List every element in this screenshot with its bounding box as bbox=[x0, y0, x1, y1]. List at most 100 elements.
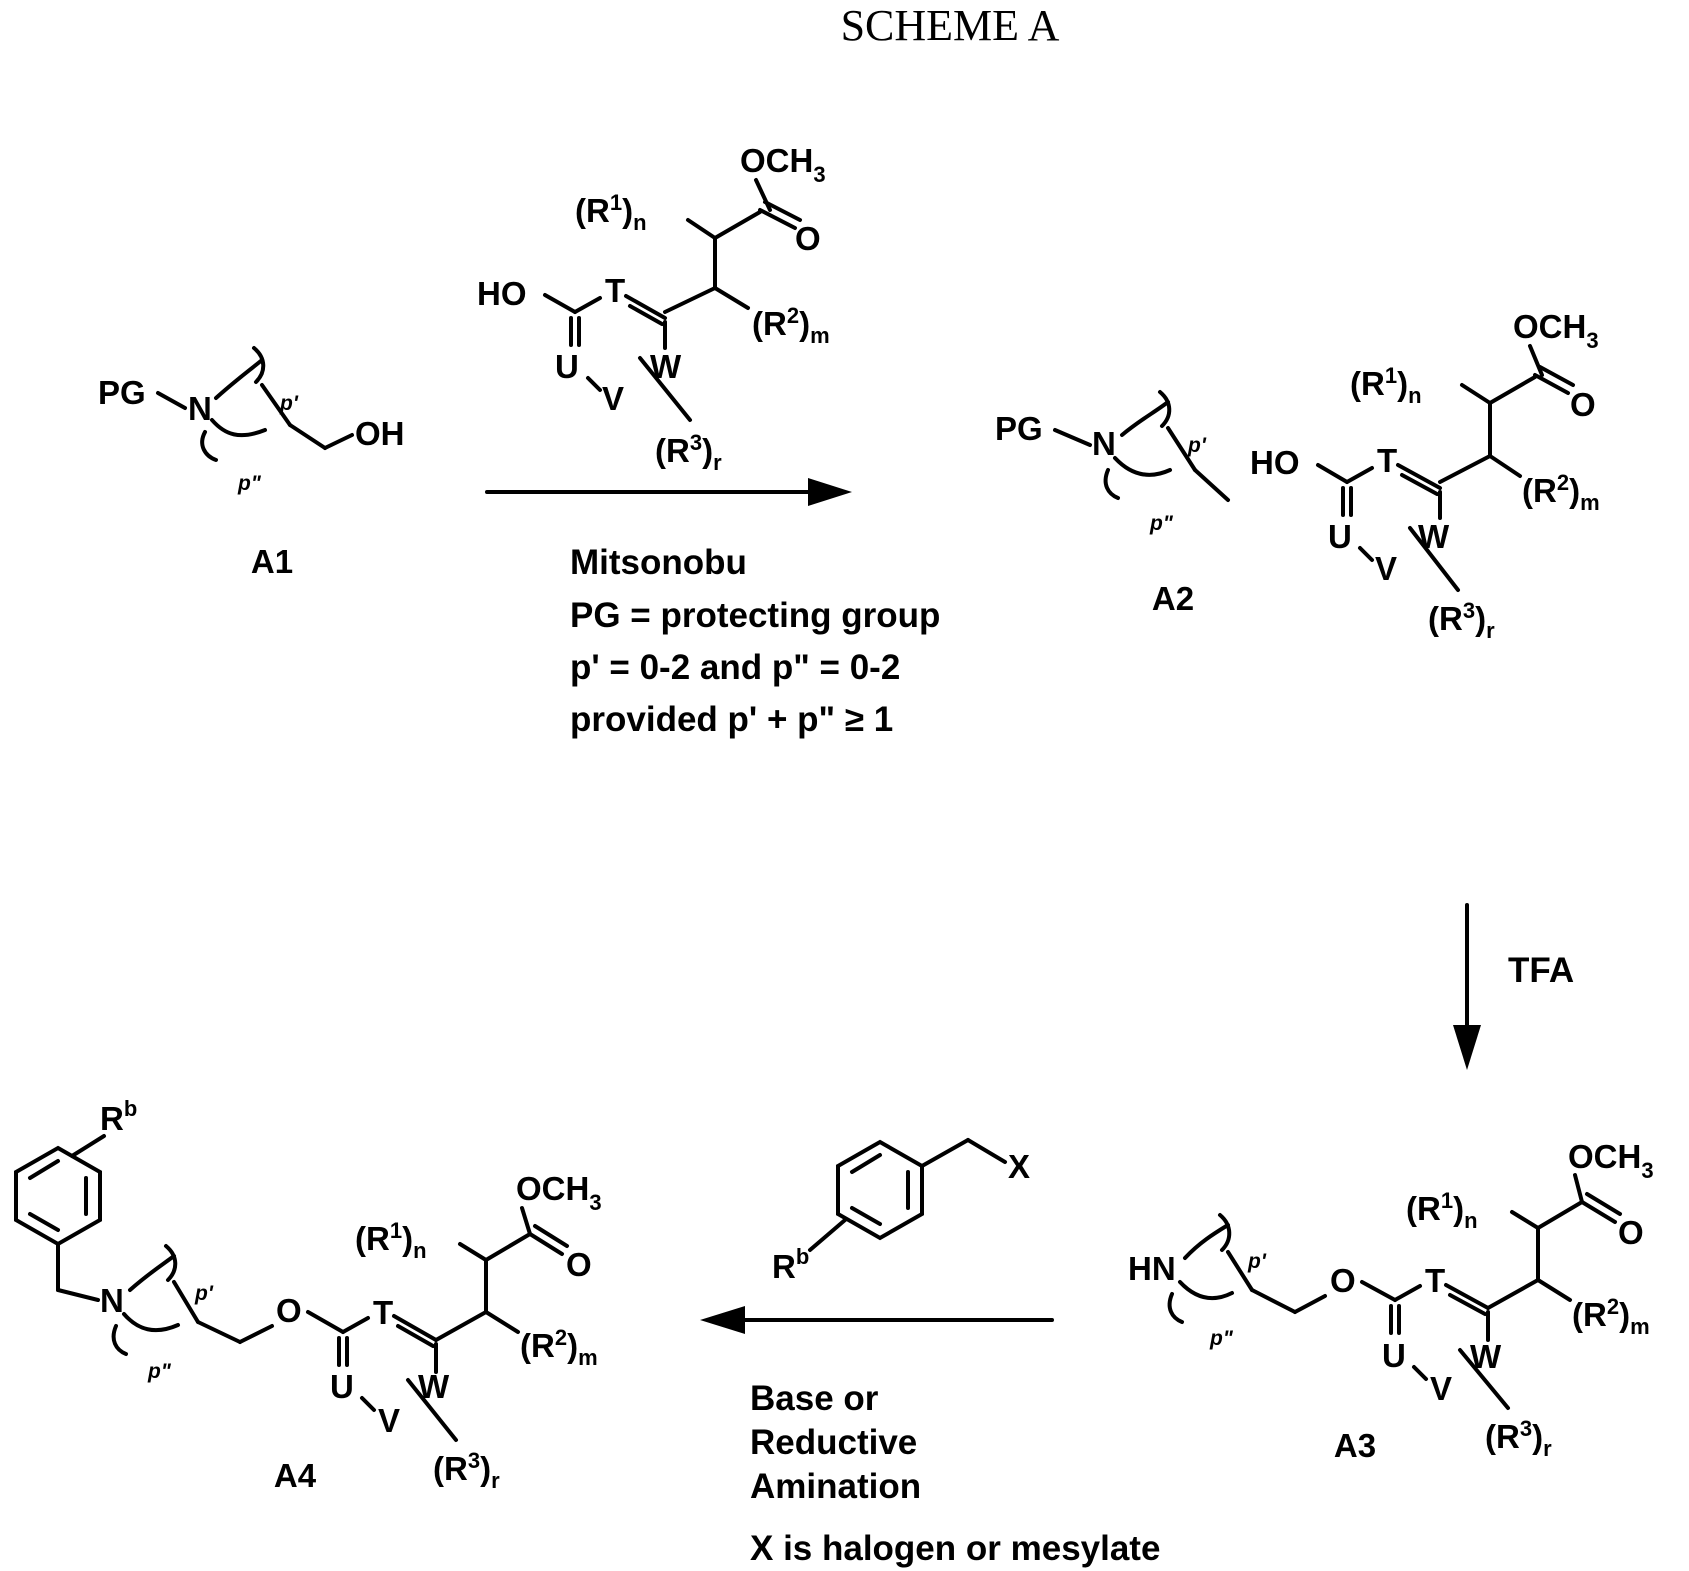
carbonyl-bond bbox=[530, 1234, 562, 1254]
v-atom: V bbox=[1430, 1370, 1452, 1407]
bond bbox=[1530, 346, 1542, 375]
r2-substituent: (R2)m bbox=[1522, 470, 1600, 515]
r3-substituent: (R3)r bbox=[433, 1448, 500, 1493]
ring-bond-upper bbox=[1122, 402, 1168, 435]
ring-bond-upper bbox=[216, 360, 262, 398]
bond bbox=[1538, 1280, 1570, 1300]
bond bbox=[922, 1140, 968, 1166]
condition-note: X is halogen or mesylate bbox=[750, 1529, 1160, 1568]
ring-bond-lower bbox=[124, 1314, 178, 1330]
aromatic-bond bbox=[30, 1214, 58, 1230]
condition-line-3: p' = 0-2 and p" = 0-2 bbox=[570, 648, 900, 687]
bond bbox=[240, 1326, 272, 1342]
arrow-head bbox=[700, 1306, 745, 1334]
rb-substituent: Rb bbox=[772, 1244, 809, 1285]
bond bbox=[1252, 1290, 1295, 1312]
bond bbox=[1360, 548, 1372, 560]
ho-group: HO bbox=[477, 275, 527, 312]
compound-label-a1: A1 bbox=[251, 543, 293, 580]
bond bbox=[486, 1312, 518, 1332]
arrow-step2 bbox=[1453, 905, 1481, 1070]
bond bbox=[715, 288, 748, 308]
r3-substituent: (R3)r bbox=[1485, 1416, 1552, 1461]
bond bbox=[436, 1312, 486, 1340]
aromatic-bond bbox=[852, 1208, 880, 1224]
och3-group: OCH3 bbox=[1568, 1138, 1654, 1183]
och3-group: OCH3 bbox=[1513, 308, 1599, 353]
compound-a2: PG N p' p" A2 OCH3 O (R1)n (R2)m T HO U … bbox=[995, 308, 1600, 643]
r1-substituent: (R1)n bbox=[575, 190, 647, 235]
o-atom: O bbox=[795, 220, 821, 257]
compound-label-a2: A2 bbox=[1152, 580, 1194, 617]
v-atom: V bbox=[1375, 550, 1397, 587]
r1-substituent: (R1)n bbox=[1406, 1188, 1478, 1233]
bond bbox=[308, 1312, 343, 1332]
v-atom: V bbox=[378, 1402, 400, 1439]
bond bbox=[968, 1140, 1005, 1162]
p-dprime-label: p" bbox=[147, 1360, 172, 1383]
bond bbox=[198, 1322, 240, 1342]
bond bbox=[290, 425, 325, 448]
o-atom: O bbox=[1618, 1214, 1644, 1251]
x-atom: X bbox=[1008, 1148, 1030, 1185]
oh-group: OH bbox=[355, 415, 405, 452]
bond bbox=[1488, 1280, 1538, 1308]
u-atom: U bbox=[1328, 518, 1352, 555]
n-atom: N bbox=[1092, 425, 1116, 462]
compound-label-a4: A4 bbox=[274, 1457, 317, 1494]
ring-bracket-lower bbox=[1170, 1294, 1182, 1322]
bond bbox=[1362, 1282, 1395, 1300]
condition-tfa: TFA bbox=[1508, 951, 1574, 990]
o-ester-atom: O bbox=[1330, 1262, 1356, 1299]
n-atom: N bbox=[100, 1282, 124, 1319]
t-atom: T bbox=[605, 272, 625, 309]
arrow-step1 bbox=[487, 478, 852, 506]
compound-a3: HN p' p" O U V T W (R3)r (R2)m (R1)n O bbox=[1128, 1138, 1654, 1464]
arrow-head bbox=[808, 478, 852, 506]
och3-group: OCH3 bbox=[740, 142, 826, 187]
bond bbox=[522, 1208, 530, 1234]
compound-label-a3: A3 bbox=[1334, 1427, 1376, 1464]
condition-line-3: Amination bbox=[750, 1467, 921, 1506]
rb-attachment-bond bbox=[72, 1136, 104, 1156]
p-dprime-label: p" bbox=[1149, 512, 1174, 535]
bond bbox=[486, 1234, 530, 1260]
compound-a4: Rb N p' p" O U V T W (R3)r (R2)m bbox=[16, 1096, 602, 1494]
bond bbox=[1490, 377, 1535, 403]
ho-group: HO bbox=[1250, 444, 1300, 481]
bond bbox=[575, 298, 600, 312]
u-atom: U bbox=[1382, 1337, 1406, 1374]
r1-substituent: (R1)n bbox=[1350, 363, 1422, 408]
ring-bond-upper bbox=[1185, 1225, 1228, 1258]
hn-atom: HN bbox=[1128, 1250, 1176, 1287]
r2-substituent: (R2)m bbox=[520, 1325, 598, 1370]
o-ester-atom: O bbox=[276, 1292, 302, 1329]
t-atom: T bbox=[1425, 1262, 1445, 1299]
p-prime-label: p' bbox=[1187, 434, 1207, 457]
pg-label: PG bbox=[98, 374, 146, 411]
scheme-title: SCHEME A bbox=[841, 1, 1060, 50]
carbonyl-bond bbox=[1582, 1202, 1615, 1222]
condition-line-1: Mitsonobu bbox=[570, 543, 747, 582]
v-atom: V bbox=[602, 380, 624, 417]
bond bbox=[158, 393, 185, 408]
bond bbox=[343, 1318, 368, 1332]
bond bbox=[460, 1244, 486, 1260]
ring-bracket-lower bbox=[1106, 470, 1118, 498]
bond bbox=[1538, 1202, 1582, 1228]
arrow-head bbox=[1453, 1025, 1481, 1070]
o-atom: O bbox=[566, 1246, 592, 1283]
o-atom: O bbox=[1570, 386, 1596, 423]
bond bbox=[1575, 1175, 1582, 1202]
u-atom: U bbox=[555, 348, 579, 385]
pg-label: PG bbox=[995, 410, 1043, 447]
p-dprime-label: p" bbox=[1209, 1327, 1234, 1350]
ring-bond-lower bbox=[1180, 1282, 1232, 1298]
bond bbox=[588, 378, 600, 390]
r2-substituent: (R2)m bbox=[1572, 1294, 1650, 1339]
ring-bracket-upper bbox=[1220, 1215, 1229, 1250]
t-atom: T bbox=[1377, 442, 1397, 479]
bond bbox=[545, 295, 575, 312]
bond bbox=[1414, 1367, 1426, 1379]
